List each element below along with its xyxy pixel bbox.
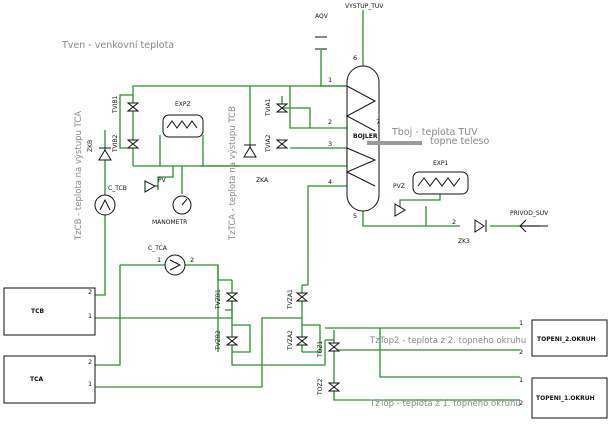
box-topeni-2-okruh[interactable]: TOPENI_2.OKRUH	[531, 319, 608, 357]
c-tca-pin-2: 2	[190, 256, 194, 264]
privod-suv-label: PRIVOD_SUV	[510, 210, 549, 217]
box-topeni-1-okruh[interactable]: TOPENI_1.OKRUH	[531, 377, 608, 419]
note-tztca: TzTCA - teplota na výstupu TCB	[228, 106, 238, 241]
privod-suv-arrow: PRIVOD_SUV	[510, 210, 549, 233]
zk3-pin-2: 2	[452, 218, 456, 226]
exp1-tank[interactable]: EXP1	[412, 160, 469, 195]
check-valve-zk3[interactable]: ZK3	[458, 219, 487, 245]
valve-tvib2[interactable]: TVIB2	[112, 134, 140, 153]
tca-pin-2: 2	[88, 358, 92, 366]
pin-4: 4	[328, 178, 332, 186]
manometr-label: MANOMETR	[152, 219, 187, 226]
valve-tvza1[interactable]: TVZA1	[287, 289, 309, 310]
note-topne-teleso: topne teleso	[430, 136, 489, 147]
tvib1-label: TVIB1	[112, 95, 119, 114]
toz2-label: TOZ2	[317, 379, 324, 396]
c-tca-pin-1: 1	[157, 256, 161, 264]
valve-tvia2[interactable]: TVIA2	[265, 134, 289, 153]
note-tztop2: TzTop2 - teplota z 2. topneho okruhu	[369, 336, 526, 346]
tvzb2-label: TVZB2	[215, 330, 222, 351]
pin-7: 7	[376, 118, 380, 126]
bojler-tank[interactable]: BOJLER	[345, 65, 422, 212]
tvia2-label: TVIA2	[265, 134, 272, 153]
check-valve-zkb[interactable]: ZKB	[87, 140, 112, 161]
tvza1-label: TVZA1	[287, 289, 294, 310]
safety-valve-pv[interactable]: PV	[144, 177, 167, 193]
pin-3: 3	[328, 140, 332, 148]
tvza2-label: TVZA2	[287, 330, 294, 351]
zka-label: ZKA	[256, 177, 269, 184]
c-tcb-label: C_TCB	[108, 185, 127, 192]
toz1-label: TOZ1	[317, 341, 324, 358]
box-tca[interactable]: TCA	[3, 355, 96, 404]
tcb-pin-1: 1	[88, 312, 92, 320]
valve-tvib1[interactable]: TVIB1	[112, 95, 140, 114]
pin-1: 1	[328, 76, 332, 84]
safety-valve-pvz[interactable]: PVZ	[393, 183, 406, 217]
tvia1-label: TVIA1	[265, 98, 272, 117]
pv-label: PV	[158, 177, 167, 184]
valve-toz1[interactable]: TOZ1	[317, 341, 341, 358]
tvib2-label: TVIB2	[112, 134, 119, 153]
topeni2-pin-1: 1	[519, 319, 523, 327]
note-tboj: Tboj - teplota TUV	[391, 127, 478, 138]
pin-numbers: 1 2 3 4 5 6 7 2 1 2 1 1 2 2 1 2 1 2	[88, 54, 523, 407]
aqv-label: AQV	[315, 13, 329, 20]
tcb-pin-2: 2	[88, 288, 92, 296]
valve-toz2[interactable]: TOZ2	[317, 379, 341, 396]
tvzb1-label: TVZB1	[215, 289, 222, 310]
pin-6: 6	[353, 54, 357, 62]
topeni2-pin-2: 2	[519, 348, 523, 356]
valve-tvzb2[interactable]: TVZB2	[215, 330, 239, 351]
c-tca-label: C_TCA	[148, 245, 168, 252]
topeni1-pin-1: 1	[519, 376, 523, 384]
manometer[interactable]: MANOMETR	[152, 195, 192, 226]
box-tcb[interactable]: TCB	[3, 287, 96, 336]
zk3-label: ZK3	[458, 238, 470, 245]
pump-c-tca[interactable]: C_TCA	[148, 245, 186, 276]
exp1-label: EXP1	[433, 160, 449, 167]
pvz-label: PVZ	[393, 183, 405, 190]
pin-2: 2	[328, 118, 332, 126]
note-tztop: TzTop - teplota z 1. topneho okruhu	[369, 399, 521, 409]
expz-label: EXPZ	[175, 101, 191, 108]
zkb-label: ZKB	[87, 140, 94, 152]
tca-pin-1: 1	[88, 380, 92, 388]
topeni1-pin-2: 2	[519, 399, 523, 407]
expz-tank[interactable]: EXPZ	[162, 101, 204, 138]
pump-c-tcb[interactable]: C_TCB	[94, 185, 127, 216]
topeni-2-okruh-label: TOPENI_2.OKRUH	[537, 336, 596, 343]
bojler-label: BOJLER	[353, 133, 378, 140]
valve-tvzb1[interactable]: TVZB1	[215, 289, 239, 310]
topeni-1-okruh-label: TOPENI_1.OKRUH	[536, 395, 595, 402]
heating-element-bar	[367, 141, 422, 145]
tcb-label: TCB	[31, 308, 44, 315]
valve-tvia1[interactable]: TVIA1	[265, 98, 289, 117]
pin-5: 5	[353, 212, 357, 220]
tca-label: TCA	[30, 376, 43, 383]
note-tzcb: TzCB - teplota na výstupu TCA	[74, 111, 84, 241]
aqv-symbol: AQV	[315, 13, 329, 50]
valve-tvza2[interactable]: TVZA2	[287, 330, 309, 351]
note-tven: Tven - venkovní teplota	[61, 40, 174, 51]
vystup-tuv-label: VYSTUP_TUV	[345, 3, 384, 10]
check-valve-zka[interactable]: ZKA	[243, 144, 269, 184]
